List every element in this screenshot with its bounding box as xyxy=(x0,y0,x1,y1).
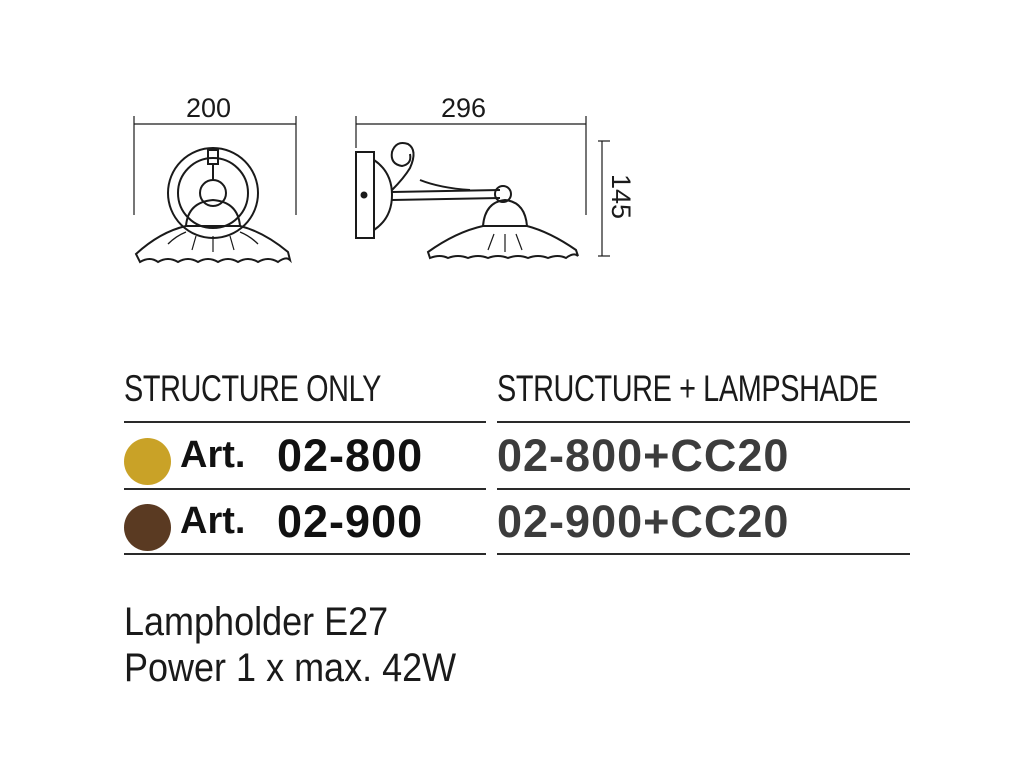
divider xyxy=(124,553,486,555)
divider xyxy=(124,421,486,423)
lampshade-code: 02-800+CC20 xyxy=(497,430,790,481)
color-swatch-gold xyxy=(124,438,171,485)
power-spec: Power 1 x max. 42W xyxy=(124,646,457,690)
art-label: Art. xyxy=(180,434,246,476)
lampshade-code: 02-900+CC20 xyxy=(497,496,790,547)
technical-drawings: 200 296 145 xyxy=(133,93,636,264)
table-row: Art. 02-900 02-900+CC20 xyxy=(124,494,910,554)
table-row: Art. 02-800 02-800+CC20 xyxy=(124,428,910,488)
structure-code: 02-900 xyxy=(277,496,424,547)
lampholder-spec: Lampholder E27 xyxy=(124,600,389,644)
color-swatch-brown xyxy=(124,504,171,551)
front-width-label: 200 xyxy=(186,93,231,123)
divider xyxy=(497,421,910,423)
height-label: 145 xyxy=(606,174,636,219)
divider xyxy=(497,488,910,490)
divider xyxy=(497,553,910,555)
side-depth-label: 296 xyxy=(441,93,486,123)
divider xyxy=(124,488,486,490)
art-label: Art. xyxy=(180,500,246,542)
front-view-drawing xyxy=(133,116,297,264)
header-structure-only: STRUCTURE ONLY xyxy=(124,368,381,409)
side-view-drawing xyxy=(355,116,610,260)
table-header: STRUCTURE ONLY STRUCTURE + LAMPSHADE xyxy=(124,368,910,418)
header-structure-lampshade: STRUCTURE + LAMPSHADE xyxy=(497,368,878,409)
structure-code: 02-800 xyxy=(277,430,424,481)
